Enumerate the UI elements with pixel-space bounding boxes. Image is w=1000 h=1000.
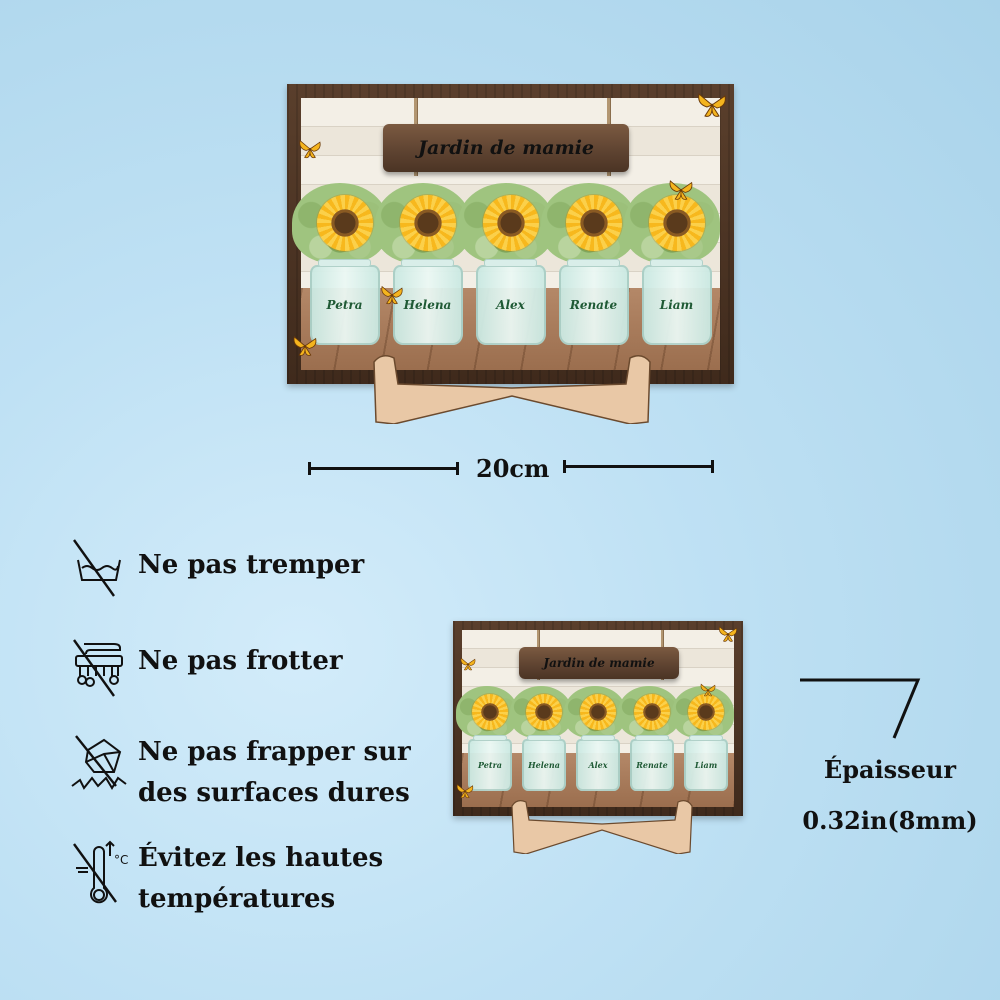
bouquet-row: Petra Helena Alex Renate: [453, 686, 743, 791]
butterfly-icon: [456, 783, 474, 798]
jar-petra: Petra: [291, 183, 388, 345]
title-sign: Jardin de mamie: [519, 647, 679, 679]
care-label: Ne pas frapper sur des surfaces dures: [138, 737, 411, 808]
care-label: Ne pas tremper: [138, 550, 365, 580]
jar-alex: Alex: [564, 686, 626, 791]
jar-alex: Alex: [457, 183, 554, 345]
thickness-title: Épaisseur: [823, 755, 957, 784]
jar-renate: Renate: [540, 183, 637, 345]
care-item-no-soak: Ne pas tremper: [70, 538, 364, 600]
product-plaque-small: Jardin de mamie Petra Helena Alex: [453, 621, 743, 816]
sunflower-icon: [580, 694, 616, 730]
bouquet-row: Petra Helena Alex Renate: [287, 183, 734, 345]
butterfly-icon: [719, 626, 737, 642]
butterfly-icon: [293, 336, 317, 356]
plaque-stand: [511, 800, 693, 854]
title-sign: Jardin de mamie: [383, 124, 629, 172]
care-item-no-heat: °C Évitez les hautes températures: [70, 838, 383, 920]
no-impact-icon: [71, 735, 127, 790]
sunflower-icon: [526, 694, 562, 730]
no-scrub-icon: [73, 639, 123, 697]
plaque-stand: [373, 355, 651, 424]
thickness-value: 0.32in(8mm): [802, 806, 978, 835]
jar-renate: Renate: [618, 686, 680, 791]
svg-text:°C: °C: [114, 853, 128, 867]
sunflower-icon: [399, 195, 456, 251]
jar-liam: Liam: [623, 183, 720, 345]
product-plaque-large: Jardin de mamie Petra Helena Alex: [287, 84, 734, 384]
jar-helena: Helena: [510, 686, 572, 791]
width-label: 20cm: [476, 454, 550, 483]
care-label: Ne pas frotter: [138, 646, 343, 676]
thickness-indicator-line: [800, 678, 921, 739]
jar-helena: Helena: [374, 183, 471, 345]
butterfly-icon: [698, 93, 726, 117]
care-item-no-scrub: Ne pas frotter: [70, 638, 343, 700]
no-soak-icon: [73, 539, 121, 597]
butterfly-icon: [669, 180, 693, 200]
butterfly-icon: [700, 683, 716, 697]
butterfly-icon: [460, 657, 476, 671]
no-heat-icon: °C: [73, 840, 128, 904]
width-dimension-left: [308, 462, 459, 475]
butterfly-icon: [381, 285, 403, 305]
care-item-no-impact: Ne pas frapper sur des surfaces dures: [70, 732, 411, 814]
width-dimension-right: [563, 460, 714, 473]
butterfly-icon: [299, 139, 321, 159]
sunflower-icon: [688, 694, 724, 730]
sunflower-icon: [482, 195, 539, 251]
sign-title: Jardin de mamie: [543, 656, 655, 670]
sunflower-icon: [648, 195, 705, 251]
sunflower-icon: [634, 694, 670, 730]
sunflower-icon: [316, 195, 373, 251]
sign-title: Jardin de mamie: [417, 137, 595, 159]
jar-liam: Liam: [672, 686, 734, 791]
care-label: Évitez les hautes températures: [138, 843, 384, 914]
sunflower-icon: [565, 195, 622, 251]
jar-petra: Petra: [456, 686, 518, 791]
sunflower-icon: [472, 694, 508, 730]
